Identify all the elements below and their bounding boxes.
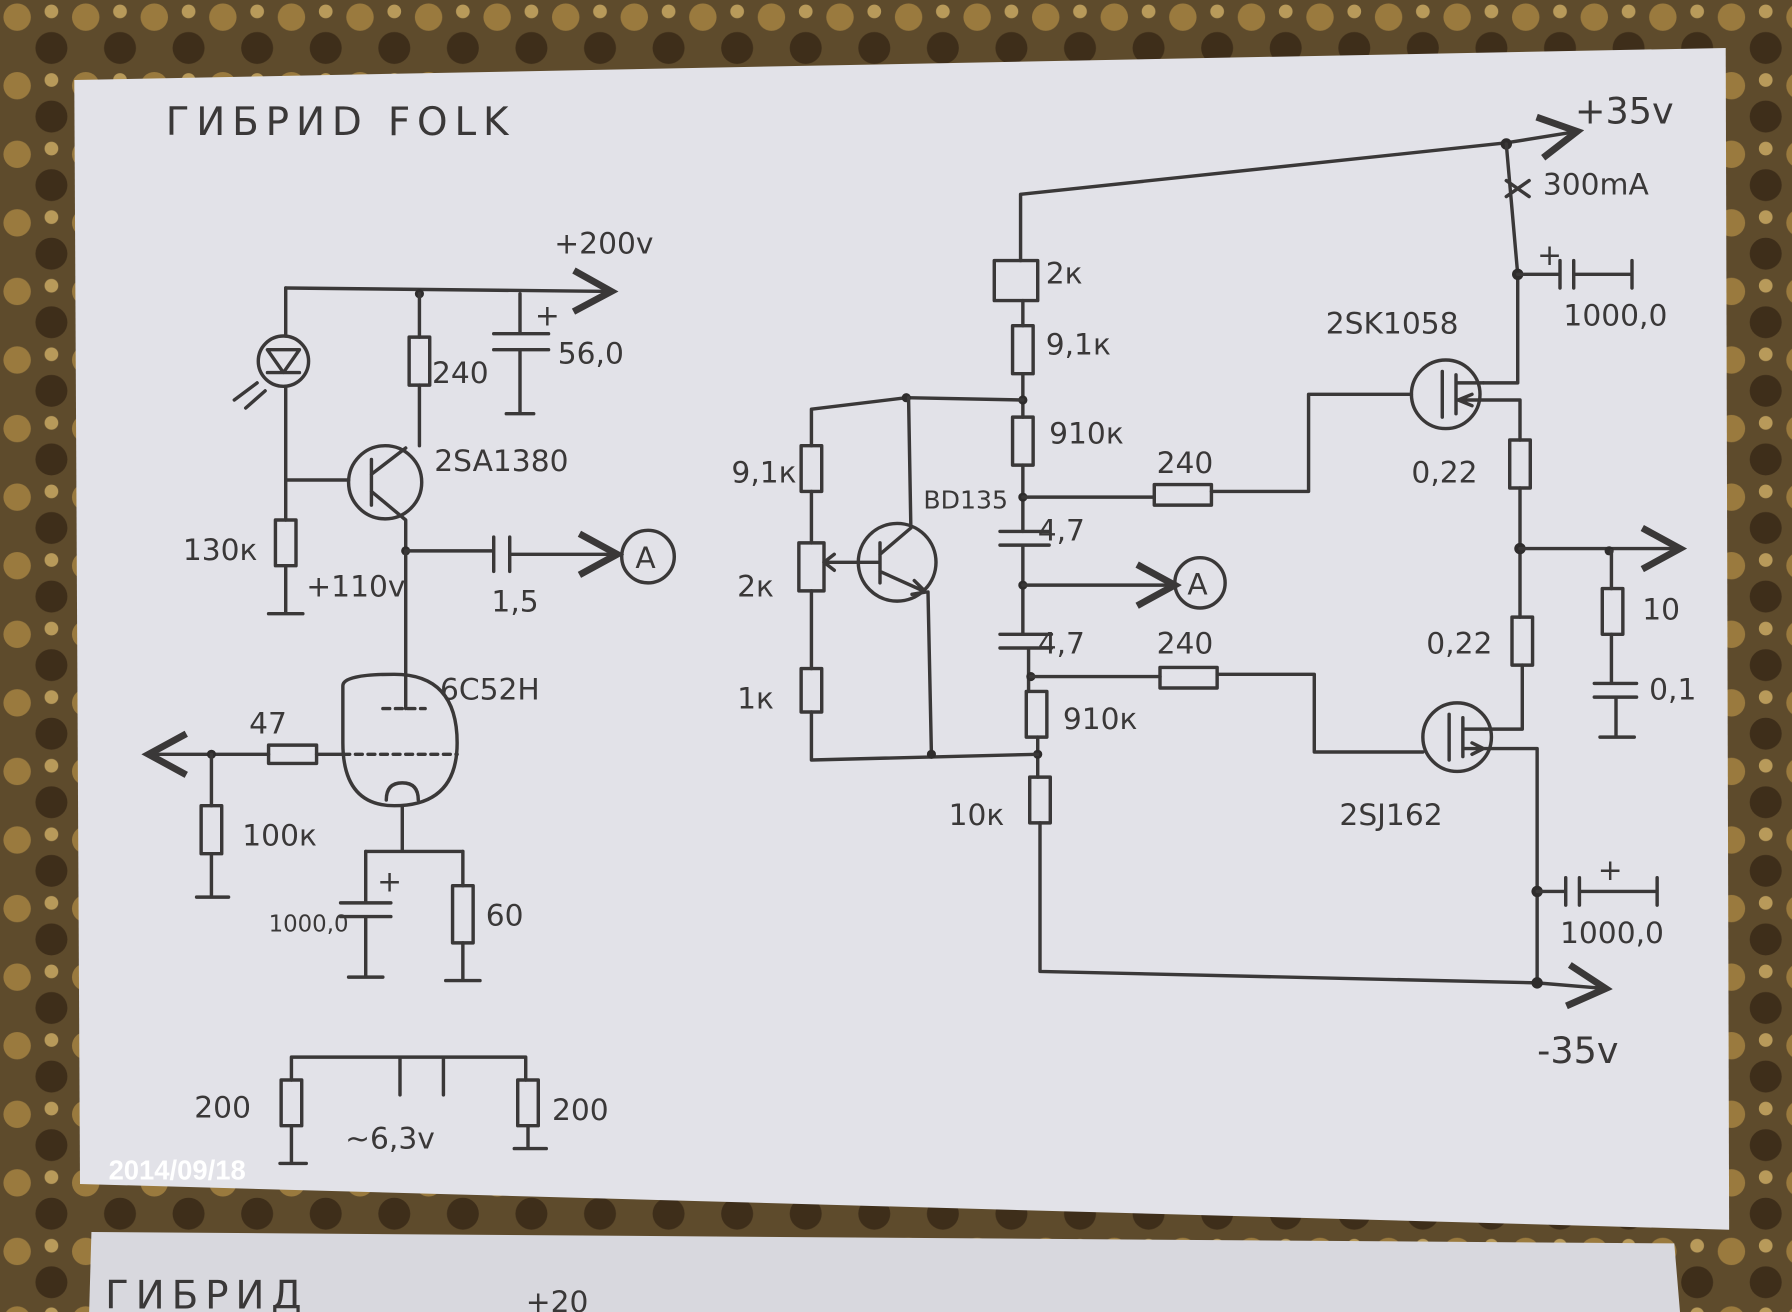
date-stamp: 2014/09/18	[109, 1154, 246, 1185]
label-pot-2k-bias: 2к	[737, 570, 774, 605]
node-a-right	[1173, 555, 1227, 610]
label-cap-1000-pos: 1000,0	[1563, 299, 1667, 334]
label-r-200-left: 200	[194, 1091, 251, 1126]
label-r-240-bottom: 240	[1157, 627, 1214, 662]
label-pot-2k: 2к	[1046, 256, 1083, 291]
label-r-10k: 10к	[949, 798, 1005, 833]
label-heater-6-3v: ~6,3v	[345, 1122, 435, 1157]
label-r-9-1k-bias: 9,1к	[731, 455, 796, 490]
transistor-pnp-icon	[346, 444, 424, 521]
second-sheet-title: ГИБРИД	[105, 1274, 308, 1312]
label-r-9-1k: 9,1к	[1046, 327, 1111, 362]
svg-text:+: +	[535, 299, 560, 334]
label-supply-35v: +35v	[1575, 89, 1674, 132]
label-cap-56: 56,0	[558, 336, 624, 371]
label-cap-0-1: 0,1	[1649, 672, 1696, 707]
label-node-a: A	[635, 541, 656, 576]
node-a-left	[620, 528, 676, 585]
label-300ma: 300mA	[1543, 167, 1650, 202]
label-r-100k: 100к	[242, 819, 317, 854]
svg-text:+: +	[1598, 853, 1623, 888]
label-2sk1058: 2SK1058	[1326, 307, 1459, 342]
title: ГИБРИD FOLK	[166, 100, 516, 145]
label-r-1k: 1к	[737, 682, 774, 717]
label-6c52h: 6C52H	[440, 672, 540, 707]
mosfet-p-icon	[1421, 701, 1494, 774]
left-stage: +200v 240 + 56,0 2SA1380 130к A +110v 1,…	[149, 227, 676, 1166]
label-cap-4-7-top: 4,7	[1038, 514, 1085, 549]
label-supply-neg-35v: -35v	[1537, 1029, 1618, 1072]
second-sheet-label: +20	[526, 1285, 589, 1312]
second-sheet	[89, 1232, 1681, 1312]
label-r-130k: 130к	[183, 533, 258, 568]
label-r-60: 60	[486, 899, 524, 934]
svg-text:+: +	[1537, 238, 1562, 273]
label-bd135: BD135	[923, 486, 1008, 515]
label-r-0-22-top: 0,22	[1411, 455, 1477, 490]
label-node-a-right: A	[1187, 567, 1208, 602]
label-2sj162: 2SJ162	[1339, 798, 1442, 833]
right-stage: +35v 300mA + 1000,0 2SK1058 0,22 10 0,1 …	[731, 89, 1696, 1071]
label-r-240: 240	[432, 356, 489, 391]
label-cap-1000-left: 1000,0	[269, 911, 349, 937]
label-2sa1380: 2SA1380	[434, 444, 568, 479]
label-r-0-22-bottom: 0,22	[1426, 627, 1492, 662]
label-cap-1-5: 1,5	[491, 584, 538, 619]
label-r-47: 47	[249, 707, 287, 742]
label-cap-1000-neg: 1000,0	[1560, 916, 1664, 951]
label-r-910k-top: 910к	[1049, 416, 1124, 451]
svg-text:+: +	[377, 864, 402, 899]
label-r-200-right: 200	[552, 1093, 609, 1128]
pot-icon	[992, 258, 1040, 303]
paper-sheet	[74, 48, 1730, 1230]
label-r-10: 10	[1642, 592, 1680, 627]
label-110v: +110v	[306, 570, 405, 605]
led-icon	[256, 334, 311, 388]
label-cap-4-7-bottom: 4,7	[1038, 627, 1085, 662]
label-r-910k-bottom: 910к	[1063, 702, 1138, 737]
label-supply-200v: +200v	[554, 227, 653, 262]
label-r-240-top: 240	[1157, 446, 1214, 481]
